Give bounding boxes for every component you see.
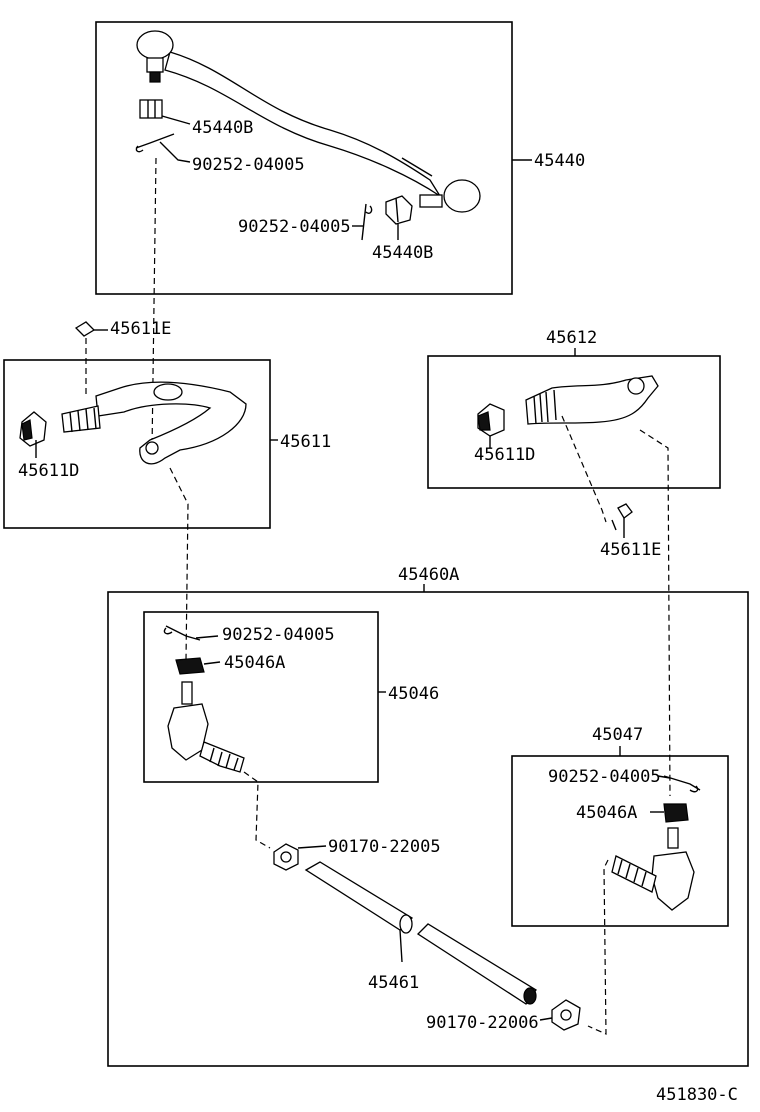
right-end-group: 45047 90252-04005 45046A — [511, 725, 729, 927]
label-90252-right-end: 90252-04005 — [548, 767, 661, 787]
castle-nut-45046A-left — [175, 657, 205, 675]
label-45440B-top: 45440B — [192, 118, 253, 138]
left-arm-group: 45611E 45611D 45611 — [3, 319, 331, 529]
tie-rod-group: 45460A 90252-04005 45046A 45046 — [107, 565, 749, 1067]
tie-rod-end-left — [167, 681, 245, 773]
label-45461: 45461 — [368, 973, 419, 993]
dashed-guide-left-low — [243, 771, 271, 849]
label-45611: 45611 — [280, 432, 331, 452]
tie-rod-frame — [107, 591, 749, 1067]
dashed-guide-right-low — [587, 859, 609, 1035]
drag-link-group: 45440B 90252-04005 90252-04005 45440B 45… — [95, 21, 585, 295]
left-end-group: 90252-04005 45046A 45046 — [143, 611, 439, 783]
cotter-pin-right — [361, 203, 373, 241]
drag-link-frame — [95, 21, 513, 295]
label-45046A-left: 45046A — [224, 653, 285, 673]
cotter-pin-top — [135, 133, 175, 153]
cap-45611E-right — [617, 503, 633, 519]
label-45612: 45612 — [546, 328, 597, 348]
left-end-frame — [143, 611, 379, 783]
left-arm-frame — [3, 359, 271, 529]
left-steering-arm — [95, 381, 247, 465]
cap-45611E-left — [74, 321, 96, 337]
castle-nut-top — [139, 99, 163, 119]
label-45611D-left: 45611D — [18, 461, 79, 481]
dashed-guide-left-top — [151, 157, 157, 451]
right-arm-group: 45612 45611D 45611E — [427, 328, 721, 560]
label-90252-top: 90252-04005 — [192, 155, 305, 175]
tie-rod-end-right — [611, 827, 695, 911]
label-90252-right: 90252-04005 — [238, 217, 351, 237]
tie-rod-tube-right — [416, 923, 537, 1005]
tie-rod-tube-left — [304, 861, 414, 931]
castle-nut-45046A-right — [663, 803, 689, 823]
label-90170-22006: 90170-22006 — [426, 1013, 539, 1033]
label-90252-left-end: 90252-04005 — [222, 625, 335, 645]
drag-link-ball-joint-left — [136, 30, 174, 83]
label-45046A-right: 45046A — [576, 803, 637, 823]
drag-link-ball-joint-right — [401, 157, 481, 213]
label-45046: 45046 — [388, 684, 439, 704]
right-end-frame — [511, 755, 729, 927]
label-45611D-right: 45611D — [474, 445, 535, 465]
dashed-guide-left-mid — [169, 467, 189, 661]
cotter-pin-left-end — [163, 625, 201, 641]
drawing-id: 451830-C — [656, 1085, 738, 1105]
right-arm-frame — [427, 355, 721, 489]
right-steering-arm — [525, 375, 659, 425]
label-45047: 45047 — [592, 725, 643, 745]
label-45611E-left: 45611E — [110, 319, 171, 339]
castle-nut-right — [385, 195, 413, 225]
label-45440: 45440 — [534, 151, 585, 171]
label-90170-22005: 90170-22005 — [328, 837, 441, 857]
dashed-guide-right — [639, 429, 671, 797]
label-45440B-right: 45440B — [372, 243, 433, 263]
dashed-guide-right-arm — [561, 415, 607, 523]
label-45611E-right: 45611E — [600, 540, 661, 560]
label-45460A: 45460A — [398, 565, 459, 585]
cotter-pin-right-end — [663, 775, 701, 793]
